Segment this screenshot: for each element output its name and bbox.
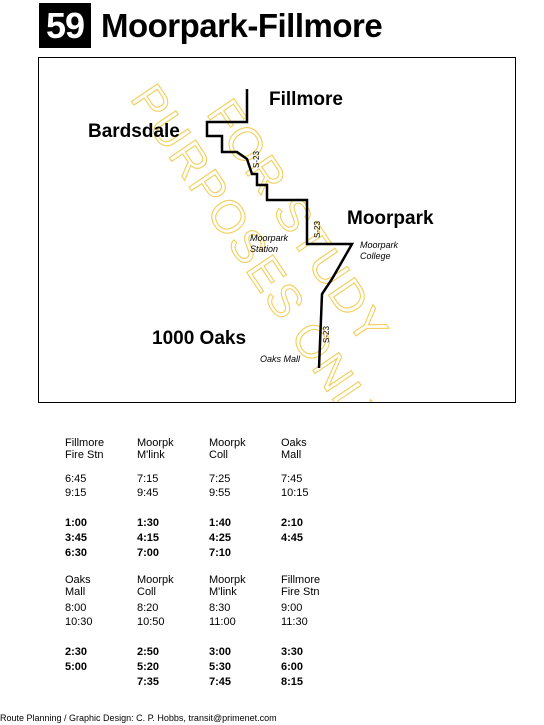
southbound-pm-time: 7:10: [209, 547, 232, 559]
place-label-bardsdale: Bardsdale: [88, 121, 180, 142]
northbound-col-header: Moorpk: [137, 574, 174, 586]
road-marker-s23-south: S-23: [322, 326, 331, 343]
road-marker-s23-middle: S-23: [313, 221, 322, 238]
southbound-time: 9:55: [209, 487, 231, 499]
northbound-pm-time: 3:30: [281, 646, 304, 658]
road-marker-s23-north: S-23: [252, 151, 261, 168]
northbound-col-subheader: Mall: [65, 586, 86, 598]
southbound-col-subheader: M'link: [137, 449, 165, 461]
northbound-col-subheader: Fire Stn: [281, 586, 320, 598]
southbound-pm-time: 1:00: [65, 517, 88, 529]
northbound-time: 9:00: [281, 602, 303, 614]
southbound-time: 10:15: [281, 487, 309, 499]
northbound-col-subheader: Coll: [137, 586, 156, 598]
northbound-pm-time: 8:15: [281, 676, 304, 688]
northbound-time: 10:30: [65, 616, 93, 628]
southbound-pm-time: 3:45: [65, 532, 88, 544]
southbound-pm-time: 4:15: [137, 532, 160, 544]
northbound-time: 8:20: [137, 602, 159, 614]
route-title: Moorpark-Fillmore: [101, 7, 383, 44]
route-number-badge: 59: [39, 3, 91, 48]
southbound-pm-time: 7:00: [137, 547, 160, 559]
southbound-col-subheader: Coll: [209, 449, 228, 461]
southbound-time: 6:45: [65, 473, 87, 485]
southbound-time: 9:45: [137, 487, 159, 499]
southbound-col-header: Fillmore: [65, 437, 105, 449]
stop-label-moorpark-college-2: College: [360, 251, 391, 261]
southbound-time: 9:15: [65, 487, 87, 499]
route-line: [205, 89, 355, 369]
northbound-time: 10:50: [137, 616, 165, 628]
southbound-time: 7:45: [281, 473, 303, 485]
route-map: FOR STUDY PURPOSES ONLY S-23 S-23 S-23 F…: [38, 57, 516, 403]
northbound-col-subheader: M'link: [209, 586, 237, 598]
southbound-col-subheader: Fire Stn: [65, 449, 104, 461]
northbound-col-header: Moorpk: [209, 574, 246, 586]
southbound-col-header: Moorpk: [137, 437, 174, 449]
stop-label-oaks-mall: Oaks Mall: [260, 354, 301, 364]
southbound-time: 7:15: [137, 473, 159, 485]
northbound-time: 11:30: [281, 616, 308, 628]
northbound-time: 8:00: [65, 602, 87, 614]
northbound-time: 8:30: [209, 602, 231, 614]
southbound-col-header: Moorpk: [209, 437, 246, 449]
northbound-pm-time: 5:30: [209, 661, 232, 673]
stop-label-moorpark-station-1: Moorpark: [250, 233, 289, 243]
northbound-pm-time: 3:00: [209, 646, 232, 658]
southbound-pm-time: 4:45: [281, 532, 304, 544]
northbound-col-header: Fillmore: [281, 574, 321, 586]
northbound-pm-time: 2:30: [65, 646, 88, 658]
footer-credit: Route Planning / Graphic Design: C. P. H…: [0, 713, 277, 723]
northbound-pm-time: 2:50: [137, 646, 160, 658]
southbound-pm-time: 6:30: [65, 547, 88, 559]
southbound-col-subheader: Mall: [281, 449, 302, 461]
northbound-time: 11:00: [209, 616, 236, 628]
northbound-pm-time: 7:35: [137, 676, 160, 688]
place-label-fillmore: Fillmore: [269, 89, 343, 110]
southbound-pm-time: 1:30: [137, 517, 160, 529]
northbound-col-header: Oaks: [65, 574, 91, 586]
southbound-col-header: Oaks: [281, 437, 307, 449]
northbound-pm-time: 5:20: [137, 661, 160, 673]
southbound-time: 7:25: [209, 473, 231, 485]
stop-label-moorpark-station-2: Station: [250, 244, 278, 254]
southbound-pm-time: 1:40: [209, 517, 232, 529]
place-label-moorpark: Moorpark: [347, 208, 434, 229]
northbound-pm-time: 5:00: [65, 661, 88, 673]
northbound-pm-time: 6:00: [281, 661, 304, 673]
place-label-thousand-oaks: 1000 Oaks: [152, 328, 246, 349]
route-map-svg: FOR STUDY PURPOSES ONLY S-23 S-23 S-23 F…: [88, 74, 434, 402]
southbound-pm-time: 4:25: [209, 532, 232, 544]
northbound-pm-time: 7:45: [209, 676, 232, 688]
southbound-pm-time: 2:10: [281, 517, 304, 529]
stop-label-moorpark-college-1: Moorpark: [360, 240, 399, 250]
